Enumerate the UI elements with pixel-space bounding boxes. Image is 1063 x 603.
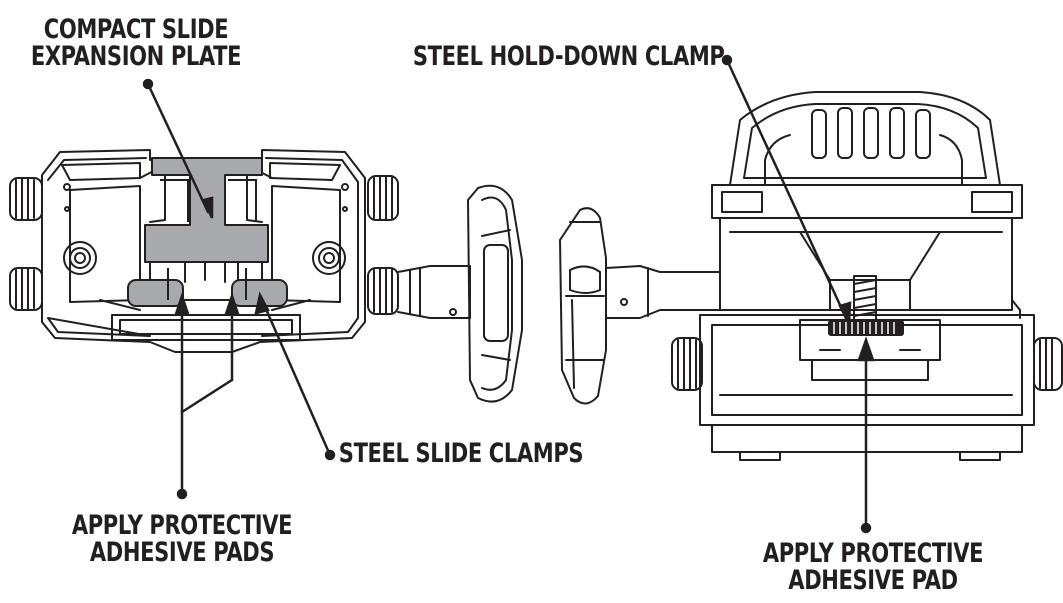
label-apply-protective-adhesive-pads: APPLY PROTECTIVE ADHESIVE PADS	[65, 512, 299, 566]
label-steel-slide-clamps: STEEL SLIDE CLAMPS	[332, 440, 589, 467]
label-line: ADHESIVE PADS	[89, 537, 275, 568]
label-apply-protective-adhesive-pad: APPLY PROTECTIVE ADHESIVE PAD	[748, 540, 998, 594]
leader-protective-pad	[857, 336, 875, 534]
leader-hold-down-clamp	[721, 54, 852, 329]
knob-top-right-of-slide	[367, 175, 399, 221]
label-compact-slide-expansion-plate: COMPACT SLIDE EXPANSION PLATE	[19, 16, 253, 70]
leader-compact-plate	[142, 78, 214, 219]
rail-clamp-jaw-right	[559, 207, 607, 405]
hold-down-wheel	[828, 320, 904, 336]
label-line: APPLY PROTECTIVE	[762, 538, 984, 569]
label-line: STEEL HOLD-DOWN CLAMP	[412, 41, 725, 72]
rail-clamp-jaw-left	[467, 184, 523, 403]
label-line: COMPACT SLIDE	[43, 14, 229, 45]
shaft-left	[397, 265, 471, 319]
label-line: EXPANSION PLATE	[30, 41, 242, 72]
label-line: ADHESIVE PAD	[788, 565, 958, 596]
knob-bottom-right-of-slide	[367, 267, 399, 315]
shaft-right	[605, 265, 721, 319]
knob-bottom-left	[9, 267, 43, 311]
label-line: STEEL SLIDE CLAMPS	[338, 438, 584, 469]
label-line: APPLY PROTECTIVE	[71, 510, 293, 541]
leader-slide-clamps	[254, 291, 336, 461]
label-steel-hold-down-clamp: STEEL HOLD-DOWN CLAMP	[412, 41, 725, 72]
adhesive-pad-left	[127, 279, 184, 307]
leader-protective-pads	[174, 292, 240, 500]
knob-top-left	[9, 177, 43, 221]
